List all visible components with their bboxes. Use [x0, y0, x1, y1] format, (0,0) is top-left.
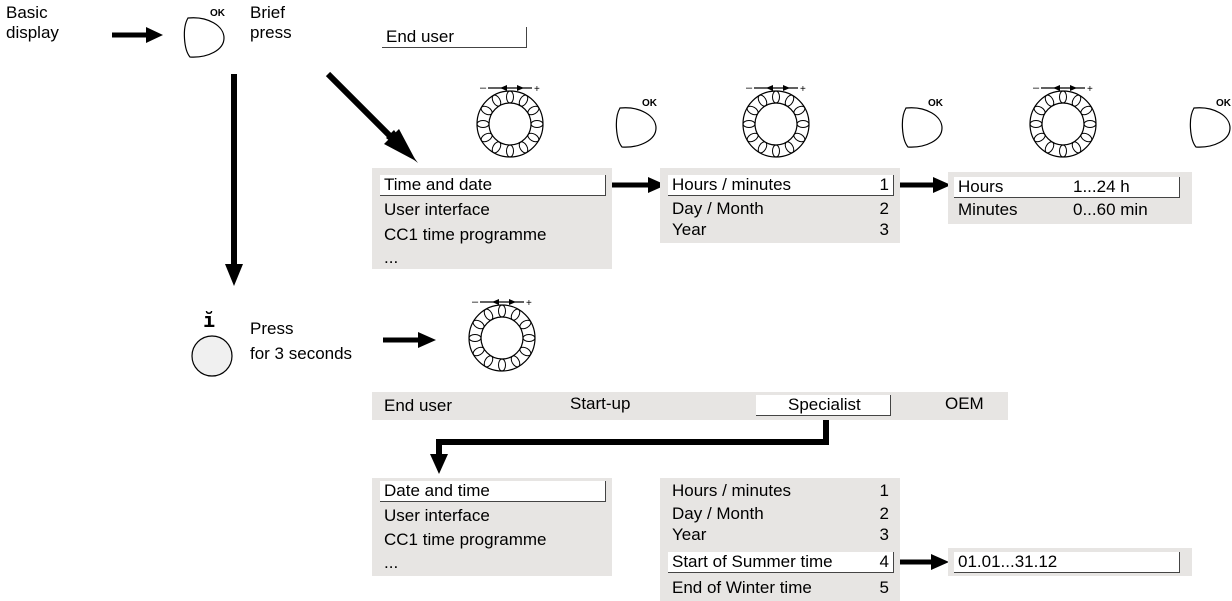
menu-item-user-interface[interactable]: User interface	[384, 506, 490, 525]
submenu-item-year[interactable]: Year	[672, 220, 707, 239]
rotary-knob-icon[interactable]	[468, 295, 536, 372]
ok-button-icon[interactable]	[1189, 97, 1232, 148]
menu-item-user-interface[interactable]: User interface	[384, 200, 490, 219]
ok-button-icon[interactable]	[183, 7, 227, 58]
minutes-range: 0...60 min	[1073, 200, 1148, 219]
rotary-knob-icon[interactable]	[476, 81, 544, 158]
submenu-item-number: 3	[879, 525, 889, 544]
ok-button-icon[interactable]	[615, 97, 659, 148]
press-3-seconds-label: Press for 3 seconds	[250, 319, 353, 363]
menu-item-more[interactable]: ...	[384, 553, 399, 572]
submenu-item-hours-minutes[interactable]: Hours / minutes	[672, 175, 792, 194]
level-selection-bar[interactable]	[756, 395, 891, 416]
submenu-item-number: 5	[879, 578, 889, 597]
submenu-selection-bar[interactable]	[668, 175, 894, 196]
arrow-icon	[112, 27, 163, 43]
submenu-item-number: 1	[879, 481, 889, 500]
end-user-top-selection[interactable]	[382, 27, 527, 48]
submenu-item-day-month[interactable]: Day / Month	[672, 199, 764, 218]
specialist-submenu-panel	[660, 478, 900, 601]
arrow-icon	[430, 416, 829, 474]
submenu-item-year[interactable]: Year	[672, 525, 707, 544]
submenu-item-number: 4	[879, 552, 889, 571]
submenu-item-number: 3	[879, 220, 889, 239]
submenu-item-start-of-summer-time[interactable]: Start of Summer time	[672, 552, 833, 571]
menu-item-cc1-time-programme[interactable]: CC1 time programme	[384, 225, 547, 244]
submenu-item-end-of-winter-time[interactable]: End of Winter time	[672, 578, 812, 597]
menu-item-cc1-time-programme[interactable]: CC1 time programme	[384, 530, 547, 549]
submenu-item-number: 2	[879, 199, 889, 218]
menu-item-time-and-date[interactable]: Time and date	[384, 175, 493, 194]
rotary-knob-icon[interactable]	[1029, 81, 1097, 158]
user-level-bar	[372, 392, 1008, 420]
level-specialist[interactable]: Specialist	[788, 395, 861, 414]
arrow-icon	[325, 71, 418, 163]
arrow-icon	[898, 177, 951, 193]
menu-item-date-and-time[interactable]: Date and time	[384, 481, 490, 500]
info-button-icon[interactable]: ĭ	[191, 308, 233, 377]
summer-time-range-value: 01.01...31.12	[958, 552, 1058, 571]
level-oem[interactable]: OEM	[945, 394, 984, 413]
rotary-knob-icon[interactable]	[742, 81, 810, 158]
hours-label: Hours	[958, 177, 1004, 196]
basic-display-label: Basic display	[6, 3, 59, 42]
summer-time-selection-bar[interactable]	[668, 552, 894, 573]
arrow-icon	[383, 332, 436, 348]
minutes-label: Minutes	[958, 200, 1018, 219]
submenu-item-number: 1	[879, 175, 889, 194]
arrow-icon	[612, 177, 666, 193]
submenu-item-number: 2	[879, 504, 889, 523]
level-start-up[interactable]: Start-up	[570, 394, 631, 413]
submenu-item-day-month[interactable]: Day / Month	[672, 504, 764, 523]
hours-range: 1...24 h	[1073, 177, 1130, 196]
arrow-icon	[898, 554, 949, 570]
svg-text:ĭ: ĭ	[203, 308, 215, 332]
end-user-top-label: End user	[386, 27, 455, 46]
menu-item-more[interactable]: ...	[384, 248, 399, 267]
brief-press-label: Brief press	[250, 3, 292, 42]
specialist-menu-selection-bar[interactable]	[380, 481, 606, 502]
menu-selection-bar[interactable]	[380, 175, 606, 196]
level-end-user[interactable]: End user	[384, 396, 453, 415]
ok-button-icon[interactable]	[901, 97, 945, 148]
summer-time-range-selection[interactable]	[954, 552, 1180, 573]
arrow-icon	[225, 74, 243, 286]
hours-selection-bar[interactable]	[954, 177, 1180, 198]
submenu-item-hours-minutes[interactable]: Hours / minutes	[672, 481, 792, 500]
